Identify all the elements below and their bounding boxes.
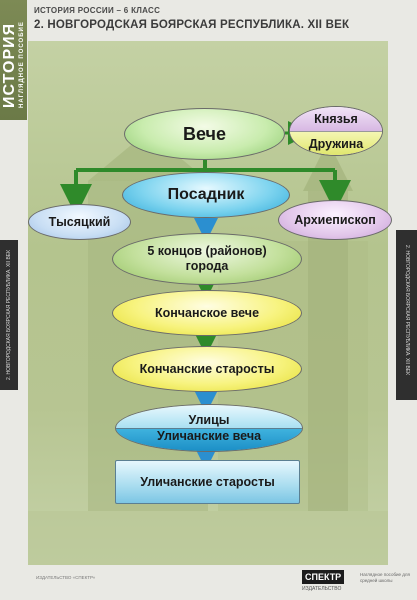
left-dark-bar: [0, 240, 18, 390]
knyazya-druzhina-node: Князья Дружина: [289, 106, 383, 156]
posadnik-node: Посадник: [122, 172, 290, 218]
right-dark-bar: [396, 230, 417, 400]
publisher-logo-sub: ИЗДАТЕЛЬСТВО: [302, 586, 342, 592]
kontsy-line1: 5 концов (районов): [147, 244, 267, 258]
kontsy-node: 5 концов (районов) города: [112, 233, 302, 285]
ulichanskie-starosty-node: Уличанские старосты: [115, 460, 300, 504]
arhiepiskop-node: Архиепископ: [278, 200, 392, 240]
grade-label: ИСТОРИЯ РОССИИ – 6 КЛАСС: [34, 6, 161, 15]
veche-branch-arrows: [60, 160, 351, 216]
page-title: 2. НОВГОРОДСКАЯ БОЯРСКАЯ РЕСПУБЛИКА. XII…: [34, 19, 350, 31]
veche-node: Вече: [124, 108, 285, 160]
footer-info-text: Наглядное пособие для средней школы: [360, 572, 410, 583]
ulitsy-label: Улицы: [116, 405, 302, 428]
konchanskoe-veche-node: Кончанское вече: [112, 290, 302, 336]
konchanskie-starosty-node: Кончанские старосты: [112, 346, 302, 392]
knyazya-label: Князья: [290, 107, 382, 131]
druzhina-label: Дружина: [290, 131, 382, 155]
footer-publisher-text: ИЗДАТЕЛЬСТВО «СПЕКТР»: [36, 575, 96, 580]
side-title-strip: ИСТОРИЯ НАГЛЯДНОЕ ПОСОБИЕ: [0, 0, 27, 120]
kontsy-line2: города: [185, 259, 229, 273]
publisher-logo: СПЕКТР: [302, 570, 345, 584]
tysyatsky-node: Тысяцкий: [28, 204, 131, 240]
ulichanskie-vecha-label: Уличанские веча: [116, 428, 302, 451]
ulitsy-node: Улицы Уличанские веча: [115, 404, 303, 452]
